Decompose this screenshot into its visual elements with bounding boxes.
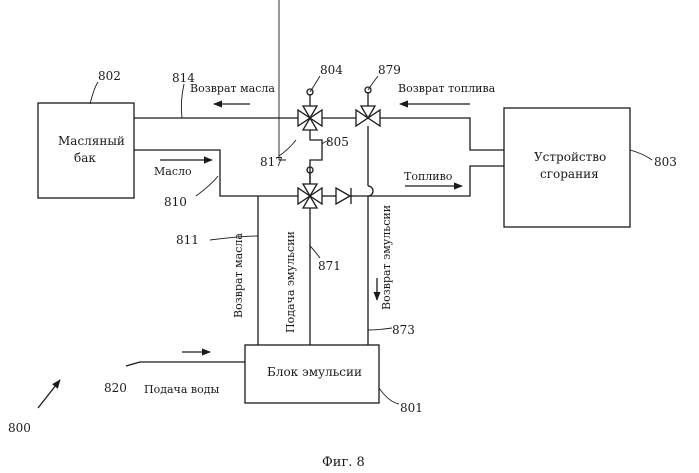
ref-879: 879	[378, 63, 401, 77]
ref-804: 804	[320, 63, 343, 77]
label-fuel-return: Возврат топлива	[398, 82, 496, 95]
leader-801	[379, 388, 399, 404]
leader-879	[368, 76, 378, 90]
leader-814	[181, 84, 184, 118]
label-emulsion-supply: Подача эмульсии	[284, 231, 297, 333]
ref-871: 871	[318, 259, 341, 273]
combustion-label-1: Устройство	[534, 150, 606, 164]
ref-810: 810	[164, 195, 187, 209]
link-805	[310, 130, 322, 184]
label-oil-return: Возврат масла	[190, 82, 275, 95]
emulsion-label: Блок эмульсии	[267, 365, 362, 379]
label-oil: Масло	[154, 165, 192, 178]
ref-817: 817	[260, 155, 283, 169]
leader-817	[279, 140, 296, 156]
ref-873: 873	[392, 323, 415, 337]
valve-lower	[298, 167, 322, 208]
label-fuel: Топливо	[404, 170, 453, 183]
figure-caption: Фиг. 8	[322, 455, 365, 470]
arrow-800	[38, 380, 60, 408]
ref-820: 820	[104, 381, 127, 395]
ref-803: 803	[654, 155, 677, 169]
leader-803	[630, 150, 652, 160]
label-oil-return-vertical: Возврат масла	[232, 233, 245, 318]
fuel-return-line	[380, 118, 504, 150]
ref-805: 805	[326, 135, 349, 149]
combustion-label-2: сгорания	[540, 167, 599, 181]
ref-802: 802	[98, 69, 121, 83]
oil-tank-label-1: Масляный	[58, 134, 125, 148]
label-fuel-return-vertical: Возврат эмульсии	[380, 205, 393, 310]
ref-814: 814	[172, 71, 195, 85]
leader-871	[310, 246, 320, 258]
oil-tank-label-2: бак	[74, 151, 96, 165]
ref-811: 811	[176, 233, 199, 247]
label-water-supply: Подача воды	[144, 383, 219, 396]
leader-802	[90, 82, 98, 104]
valve-804	[298, 89, 322, 130]
pipe-crossover	[368, 186, 373, 196]
vertical-line-817	[279, 0, 286, 160]
ref-800: 800	[8, 421, 31, 435]
valve-879	[356, 87, 380, 126]
leader-804	[310, 76, 320, 92]
check-valve	[336, 188, 351, 204]
leader-873	[368, 328, 392, 330]
water-supply-line	[126, 362, 245, 366]
leader-810	[196, 176, 218, 196]
ref-801: 801	[400, 401, 423, 415]
